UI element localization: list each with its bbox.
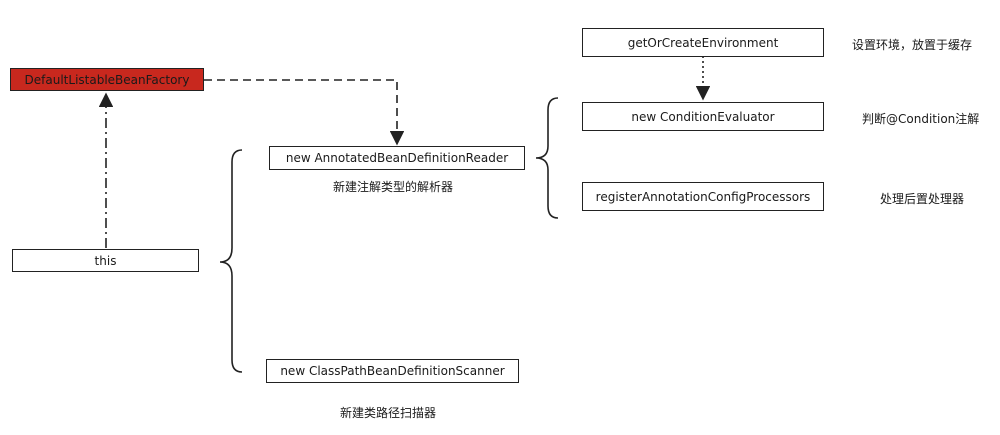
condition-evaluator-label: new ConditionEvaluator <box>631 109 775 124</box>
default-listable-bean-factory-node: DefaultListableBeanFactory <box>10 68 204 91</box>
get-or-create-environment-label: getOrCreateEnvironment <box>627 35 779 50</box>
factory-to-reader-arrow <box>204 79 405 146</box>
classpath-bean-definition-scanner-label: new ClassPathBeanDefinitionScanner <box>280 364 505 378</box>
this-node: this <box>12 249 199 272</box>
env-note: 设置环境，放置于缓存 <box>852 38 973 52</box>
scanner-note: 新建类路径扫描器 <box>340 406 437 420</box>
register-note: 处理后置处理器 <box>880 192 965 206</box>
reader-note: 新建注解类型的解析器 <box>333 180 454 194</box>
default-listable-bean-factory-label: DefaultListableBeanFactory <box>24 72 190 87</box>
annotated-bean-definition-reader-label: new AnnotatedBeanDefinitionReader <box>285 151 509 165</box>
register-annotation-config-processors-label: registerAnnotationConfigProcessors <box>595 189 811 204</box>
this-children-brace <box>219 149 243 373</box>
register-annotation-config-processors-node: registerAnnotationConfigProcessors <box>582 182 824 211</box>
evaluator-note: 判断@Condition注解 <box>862 112 980 126</box>
this-label: this <box>94 253 117 268</box>
annotated-bean-definition-reader-node: new AnnotatedBeanDefinitionReader <box>269 146 525 170</box>
classpath-bean-definition-scanner-node: new ClassPathBeanDefinitionScanner <box>266 359 519 383</box>
get-or-create-environment-node: getOrCreateEnvironment <box>582 28 824 57</box>
condition-evaluator-node: new ConditionEvaluator <box>582 102 824 131</box>
reader-children-brace <box>535 97 559 219</box>
